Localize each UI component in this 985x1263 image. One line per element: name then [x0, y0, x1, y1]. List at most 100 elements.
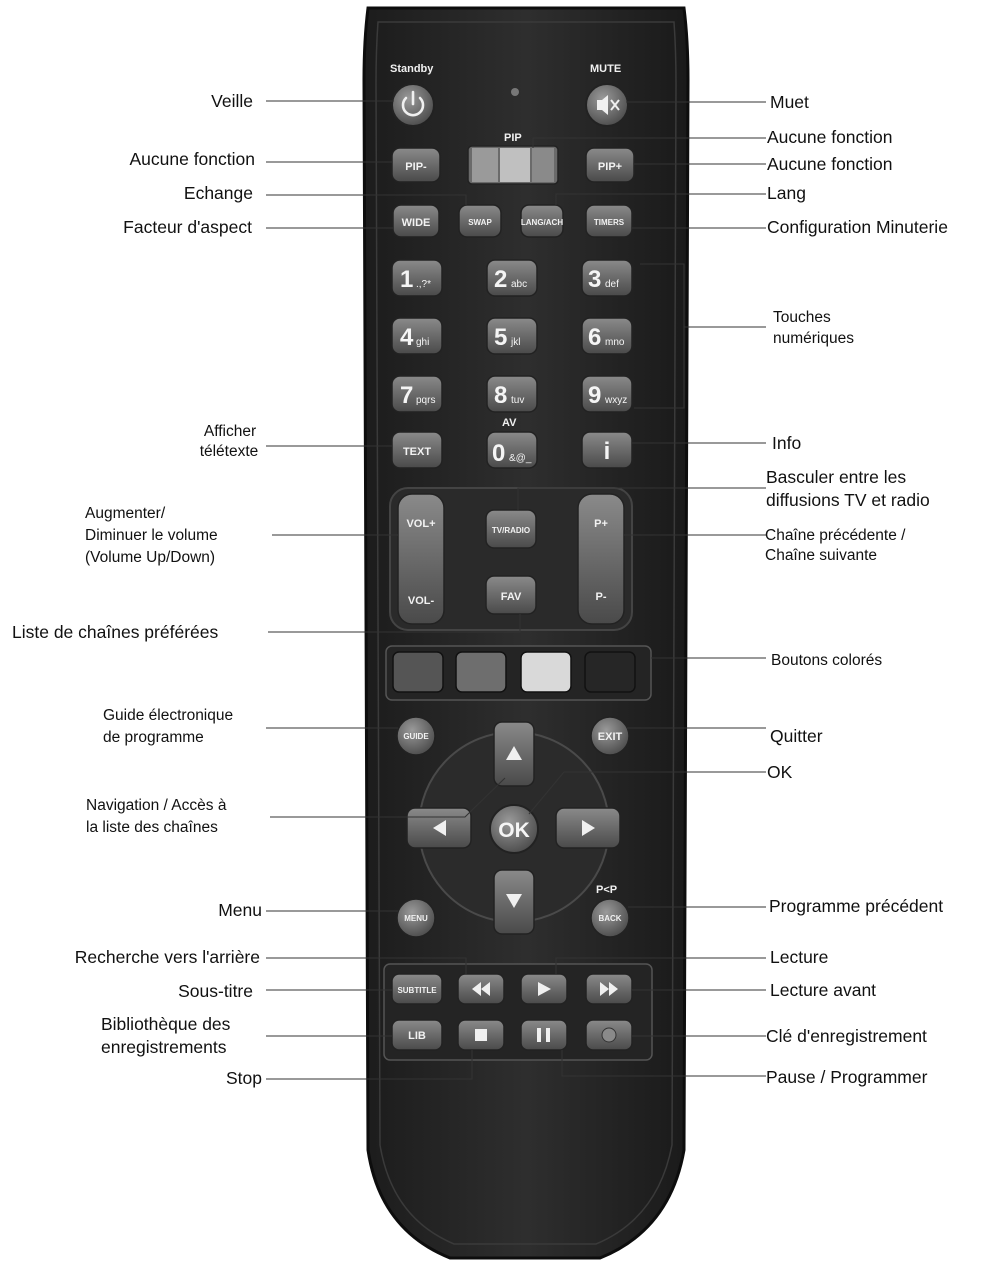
nav-right-button[interactable]: [555, 807, 621, 849]
volume-rocker[interactable]: VOL+ VOL-: [397, 493, 445, 625]
svg-text:LANG/ACH: LANG/ACH: [521, 218, 563, 227]
media-panel: [383, 963, 653, 1061]
key-0[interactable]: 0 &@_: [486, 431, 538, 469]
label-touches-2: numériques: [773, 330, 854, 347]
pip-minus-button[interactable]: PIP-: [391, 147, 441, 183]
label-basculer-1: Basculer entre les: [766, 467, 906, 487]
key-3[interactable]: 3 def: [581, 259, 633, 297]
nav-down-button[interactable]: [493, 869, 535, 935]
svg-text:P+: P+: [594, 518, 608, 530]
menu-button[interactable]: MENU: [396, 898, 436, 938]
lang-button[interactable]: LANG/ACH: [520, 204, 564, 238]
svg-text:9: 9: [588, 382, 601, 409]
arrow-left-icon: [433, 820, 446, 836]
label-lecture: Lecture: [770, 947, 828, 967]
leader-lines: [266, 100, 766, 1080]
key-9[interactable]: 9 wxyz: [581, 375, 633, 413]
svg-text:def: def: [605, 279, 619, 290]
rewind-button[interactable]: [457, 973, 505, 1005]
svg-text:8: 8: [494, 382, 507, 409]
svg-text:GUIDE: GUIDE: [403, 732, 429, 741]
ok-button[interactable]: OK: [489, 804, 539, 854]
color-button-1[interactable]: [392, 651, 444, 693]
key-7[interactable]: 7 pqrs: [391, 375, 443, 413]
svg-text:VOL-: VOL-: [408, 595, 435, 607]
arrow-down-icon: [506, 894, 522, 908]
label-volume-2: Diminuer le volume: [85, 527, 218, 544]
svg-text:P-: P-: [596, 591, 607, 603]
label-volume-3: (Volume Up/Down): [85, 549, 215, 566]
svg-text:TEXT: TEXT: [403, 446, 431, 458]
svg-text:i: i: [604, 438, 611, 465]
mute-caption: MUTE: [590, 63, 621, 75]
svg-text:LIB: LIB: [408, 1030, 426, 1042]
label-aucune-pip: Aucune fonction: [767, 127, 893, 147]
pause-button[interactable]: [520, 1019, 568, 1051]
text-button[interactable]: TEXT: [391, 431, 443, 469]
key-6[interactable]: 6 mno: [581, 317, 633, 355]
key-1[interactable]: 1 .,?*: [391, 259, 443, 297]
svg-text:5: 5: [494, 324, 507, 351]
svg-text:FAV: FAV: [501, 591, 522, 603]
label-menu: Menu: [218, 900, 262, 920]
nav-left-button[interactable]: [406, 807, 472, 849]
key-8[interactable]: 8 tuv: [486, 375, 538, 413]
arrow-right-icon: [582, 820, 595, 836]
label-aucune-pip-minus: Aucune fonction: [129, 149, 255, 169]
record-button[interactable]: [585, 1019, 633, 1051]
label-lang: Lang: [767, 183, 806, 203]
standby-button[interactable]: [391, 83, 435, 127]
key-5[interactable]: 5 jkl: [486, 317, 538, 355]
info-button[interactable]: i: [581, 431, 633, 469]
pip-plus-button[interactable]: PIP+: [585, 147, 635, 183]
mute-button[interactable]: [585, 83, 629, 127]
program-rocker[interactable]: P+ P-: [577, 493, 625, 625]
key-4[interactable]: 4 ghi: [391, 317, 443, 355]
color-button-4[interactable]: [584, 651, 636, 693]
subtitle-button[interactable]: SUBTITLE: [391, 973, 443, 1005]
back-button[interactable]: BACK: [590, 898, 630, 938]
exit-button[interactable]: EXIT: [590, 716, 630, 756]
svg-text:TV/RADIO: TV/RADIO: [492, 526, 530, 535]
label-recherche: Recherche vers l'arrière: [75, 947, 260, 967]
color-button-2[interactable]: [455, 651, 507, 693]
pip-slider[interactable]: [467, 145, 559, 185]
label-teletexte-2: télétexte: [200, 443, 259, 460]
play-icon: [538, 982, 551, 996]
label-facteur: Facteur d'aspect: [123, 217, 252, 237]
nav-up-button[interactable]: [493, 721, 535, 787]
stop-button[interactable]: [457, 1019, 505, 1051]
play-button[interactable]: [520, 973, 568, 1005]
lib-button[interactable]: LIB: [391, 1019, 443, 1051]
svg-text:ghi: ghi: [416, 337, 429, 348]
color-button-3[interactable]: [520, 651, 572, 693]
svg-text:pqrs: pqrs: [416, 395, 435, 406]
label-guide-2: de programme: [103, 729, 204, 746]
svg-text:&@_: &@_: [509, 453, 532, 464]
label-info: Info: [772, 433, 801, 453]
guide-button[interactable]: GUIDE: [396, 716, 436, 756]
label-aucune-pip-plus: Aucune fonction: [767, 154, 893, 174]
svg-text:PIP+: PIP+: [598, 161, 622, 173]
fast-forward-button[interactable]: [585, 973, 633, 1005]
fav-button[interactable]: FAV: [485, 575, 537, 615]
key-2[interactable]: 2 abc: [486, 259, 538, 297]
svg-text:.,?*: .,?*: [416, 279, 431, 290]
svg-text:wxyz: wxyz: [604, 395, 627, 406]
svg-text:BACK: BACK: [598, 914, 621, 923]
timers-button[interactable]: TIMERS: [585, 204, 633, 238]
label-precedent: Programme précédent: [769, 896, 943, 916]
label-soustitre: Sous-titre: [178, 981, 253, 1001]
swap-button[interactable]: SWAP: [458, 204, 502, 238]
svg-text:OK: OK: [498, 819, 530, 842]
wide-button[interactable]: WIDE: [392, 204, 440, 238]
tvradio-button[interactable]: TV/RADIO: [485, 509, 537, 549]
av-caption: AV: [502, 417, 517, 429]
led-indicator: [511, 88, 519, 96]
label-touches-1: Touches: [773, 309, 831, 326]
label-chaine-2: Chaîne suivante: [765, 547, 877, 564]
svg-text:1: 1: [400, 266, 413, 293]
label-echange: Echange: [184, 183, 253, 203]
label-stop: Stop: [226, 1068, 262, 1088]
